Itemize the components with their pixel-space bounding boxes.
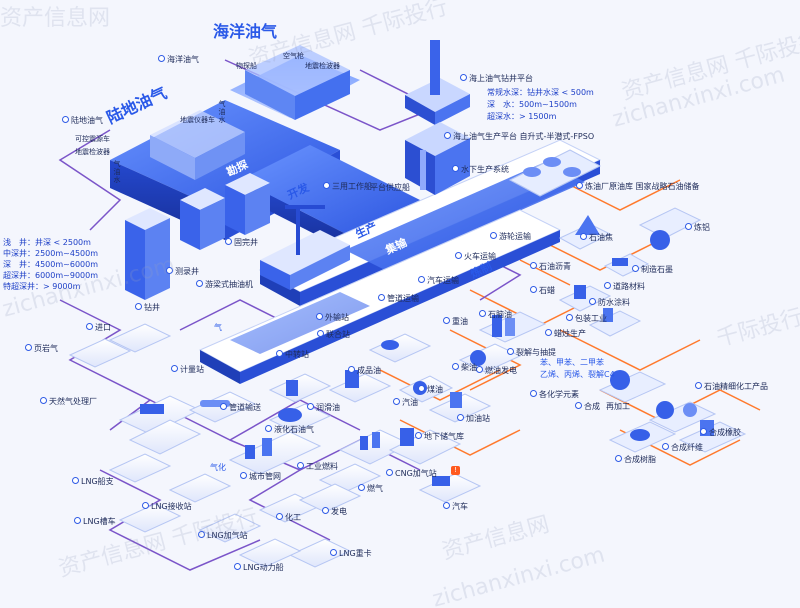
label-synthesis: 合成 bbox=[575, 402, 600, 412]
depth-note-1: 常规水深：钻井水深 < 500m bbox=[487, 88, 594, 97]
label-packaging: 包装工业 bbox=[566, 314, 607, 324]
chem-note-1: 苯、甲苯、二甲苯 bbox=[540, 358, 604, 367]
well-depth-5: 特超深井：> 9000m bbox=[3, 282, 81, 291]
label-import: 进口 bbox=[86, 323, 111, 333]
label-gas-word: 气 bbox=[214, 323, 222, 332]
depth-note-2: 深 水：500m~1500m bbox=[487, 100, 577, 109]
label-air-gun: 空气枪 bbox=[283, 52, 304, 60]
label-platform-supply-ship: 平台供应船 bbox=[370, 183, 410, 192]
label-chemical: 化工 bbox=[276, 513, 301, 523]
label-onshore-oil-gas: 陆地油气 bbox=[62, 116, 103, 126]
label-kerosene: 煤油 bbox=[418, 385, 443, 395]
label-fuel-gas: 燃气 bbox=[358, 484, 383, 494]
label-graphite: 制造石墨 bbox=[632, 265, 673, 275]
label-petroleum-coke: 石油焦 bbox=[580, 233, 613, 243]
label-tanker: 游轮运输 bbox=[490, 232, 531, 242]
label-synthetic-resin: 合成树脂 bbox=[615, 455, 656, 465]
label-cng-station: CNG加气站 bbox=[386, 469, 437, 479]
refinery-tanks bbox=[508, 149, 602, 197]
label-wax-block: 石蜡 bbox=[530, 286, 555, 296]
label-aluminum: 炼铝 bbox=[685, 223, 710, 233]
well-depth-4: 超深井：6000m~9000m bbox=[3, 271, 99, 280]
label-completion-well: 固完井 bbox=[225, 238, 258, 248]
label-controllable-source: 可控震源车 bbox=[75, 135, 110, 143]
label-logging-well: 测录井 bbox=[166, 267, 199, 277]
alert-icon: ! bbox=[451, 466, 460, 475]
label-cracking: 裂解与抽提 bbox=[507, 348, 556, 358]
label-asphalt: 石油沥青 bbox=[530, 262, 571, 272]
label-gasoline: 汽油 bbox=[393, 398, 418, 408]
label-synthetic-fiber: 合成纤维 bbox=[662, 443, 703, 453]
label-fuel-power: 燃油发电 bbox=[476, 366, 517, 376]
label-three-purpose-ship: 三用工作船 bbox=[323, 182, 372, 192]
label-products: 成品油 bbox=[348, 366, 381, 376]
label-gas-oil-water-land: 气油水 bbox=[113, 160, 121, 184]
label-synthetic-rubber: 合成橡胶 bbox=[700, 428, 741, 438]
chem-note-3: 各化学元素 bbox=[530, 390, 579, 400]
label-fine-chemicals: 石油精细化工产品 bbox=[695, 382, 768, 392]
well-depth-1: 浅 井：井深 < 2500m bbox=[3, 238, 91, 247]
label-heavy-oil: 重油 bbox=[443, 317, 468, 327]
label-train: 火车运输 bbox=[455, 252, 496, 262]
label-crude-storage: 炼油厂原油库 国家战略石油储备 bbox=[576, 182, 700, 192]
well-depth-3: 深 井：4500m~6000m bbox=[3, 260, 99, 269]
label-reprocessing: 再加工 bbox=[606, 402, 630, 411]
well-depth-2: 中深井：2500m~4500m bbox=[3, 249, 99, 258]
label-lng-heavy-truck: LNG重卡 bbox=[330, 549, 372, 559]
label-candle: 蜡烛生产 bbox=[545, 329, 586, 339]
label-lng-truck: LNG槽车 bbox=[74, 517, 116, 527]
label-lubricant: 润滑油 bbox=[307, 403, 340, 413]
label-truck: 汽车运输 bbox=[418, 276, 459, 286]
label-pump-unit: 游梁式抽油机 bbox=[196, 280, 253, 290]
label-diesel: 柴油 bbox=[452, 363, 477, 373]
label-lng-receiving: LNG接收站 bbox=[142, 502, 192, 512]
label-refuel-station: 加油站 bbox=[457, 414, 490, 424]
label-offshore-oil-gas: 海洋油气 bbox=[158, 55, 199, 65]
label-gas-oil-water-sea: 气油水 bbox=[218, 100, 226, 124]
label-underground-storage: 地下储气库 bbox=[415, 432, 464, 442]
label-pipeline-transport: 管道输送 bbox=[220, 403, 261, 413]
label-naphtha: 石脑油 bbox=[479, 310, 512, 320]
label-shale-gas: 页岩气 bbox=[25, 344, 58, 354]
onshore-towers bbox=[125, 173, 350, 300]
label-transfer-station: 中转站 bbox=[276, 350, 309, 360]
chem-note-2: 乙烯、丙烯、裂解C4 bbox=[540, 370, 615, 379]
label-lng-ship: LNG船支 bbox=[72, 477, 114, 487]
label-measure-station: 计量站 bbox=[171, 365, 204, 375]
label-lng-power-ship: LNG动力船 bbox=[234, 563, 284, 573]
label-power-gen: 发电 bbox=[322, 507, 347, 517]
label-drill-well: 钻井 bbox=[135, 303, 160, 313]
label-road-material: 道路材料 bbox=[604, 282, 645, 292]
label-seismic-detector-sea: 地震检波器 bbox=[305, 62, 340, 70]
label-seismic-instrument: 地震仪器车 bbox=[180, 116, 215, 124]
label-joint-station: 联合站 bbox=[317, 330, 350, 340]
label-lpg: 液化石油气 bbox=[265, 425, 314, 435]
label-geophysical-ship: 物探船 bbox=[236, 62, 257, 70]
label-gas-treatment: 天然气处理厂 bbox=[40, 397, 97, 407]
refine-platform bbox=[198, 209, 562, 384]
label-seismic-detector-land: 地震检波器 bbox=[75, 148, 110, 156]
gas-tiles bbox=[68, 323, 482, 568]
label-industrial-fuel: 工业燃料 bbox=[297, 462, 338, 472]
label-waterproof-coating: 防水涂料 bbox=[589, 298, 630, 308]
label-vehicle: 汽车 bbox=[443, 502, 468, 512]
label-city-gas: 城市管网 bbox=[240, 472, 281, 482]
label-gasification: 气化 bbox=[210, 463, 226, 472]
label-outward-station: 外输站 bbox=[316, 313, 349, 323]
heading-offshore: 海洋油气 bbox=[213, 22, 278, 41]
label-subsea-system: 水下生产系统 bbox=[452, 165, 509, 175]
label-drilling-platform: 海上油气钻井平台 bbox=[460, 74, 533, 84]
depth-note-3: 超深水：> 1500m bbox=[487, 112, 557, 121]
label-pipeline: 管道运输 bbox=[378, 294, 419, 304]
label-lng-refuel: LNG加气站 bbox=[198, 531, 248, 541]
label-production-platform: 海上油气生产平台 自升式-半潜式-FPSO bbox=[444, 132, 594, 142]
